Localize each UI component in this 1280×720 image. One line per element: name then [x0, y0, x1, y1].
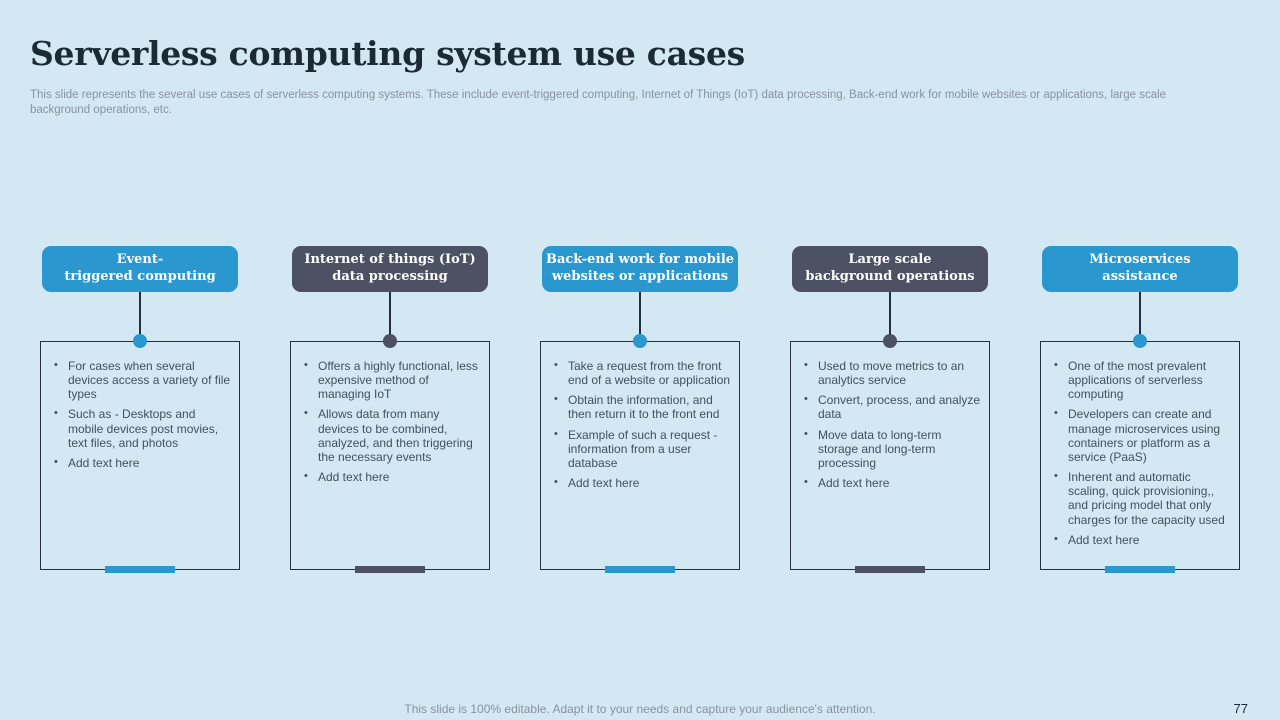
connector-node [883, 334, 897, 348]
bullet-item: One of the most prevalent applications o… [1051, 359, 1231, 401]
accent-bar [105, 566, 175, 573]
connector-node [633, 334, 647, 348]
bullet-item: Such as - Desktops and mobile devices po… [51, 407, 231, 449]
bullet-item: Add text here [1051, 533, 1231, 547]
bullet-item: Used to move metrics to an analytics ser… [801, 359, 981, 387]
use-case-box: One of the most prevalent applications o… [1040, 334, 1240, 573]
column-event-triggered-computing: Event- triggered computing For cases whe… [40, 246, 240, 573]
column-iot-data-processing: Internet of things (IoT) data processing… [290, 246, 490, 573]
page-number: 77 [1233, 701, 1248, 716]
connector-node [133, 334, 147, 348]
column-backend-mobile-work: Back-end work for mobile websites or app… [540, 246, 740, 573]
bullet-list: Used to move metrics to an analytics ser… [791, 342, 989, 490]
bullet-item: Take a request from the front end of a w… [551, 359, 731, 387]
column-microservices-assistance: Microservices assistance One of the most… [1040, 246, 1240, 573]
bullet-item: Allows data from many devices to be comb… [301, 407, 481, 464]
use-case-header: Internet of things (IoT) data processing [292, 246, 488, 292]
connector-line [139, 292, 141, 341]
accent-bar [1105, 566, 1175, 573]
use-case-header: Large scale background operations [792, 246, 988, 292]
editable-note: This slide is 100% editable. Adapt it to… [404, 702, 876, 716]
bullet-item: Obtain the information, and then return … [551, 393, 731, 421]
connector-line [389, 292, 391, 341]
use-case-box: For cases when several devices access a … [40, 334, 240, 573]
bullet-item: Add text here [301, 470, 481, 484]
use-case-box: Take a request from the front end of a w… [540, 334, 740, 573]
connector-line [1139, 292, 1141, 341]
use-case-columns: Event- triggered computing For cases whe… [40, 246, 1240, 573]
use-case-header: Microservices assistance [1042, 246, 1238, 292]
accent-bar [855, 566, 925, 573]
use-case-box: Used to move metrics to an analytics ser… [790, 334, 990, 573]
connector-node [1133, 334, 1147, 348]
use-case-box: Offers a highly functional, less expensi… [290, 334, 490, 573]
bullet-item: Add text here [551, 476, 731, 490]
bullet-item: Offers a highly functional, less expensi… [301, 359, 481, 401]
bullet-list: For cases when several devices access a … [41, 342, 239, 470]
use-case-header: Event- triggered computing [42, 246, 238, 292]
bullet-item: Add text here [51, 456, 231, 470]
bullet-list: One of the most prevalent applications o… [1041, 342, 1239, 547]
use-case-header: Back-end work for mobile websites or app… [542, 246, 738, 292]
accent-bar [605, 566, 675, 573]
connector-line [889, 292, 891, 341]
column-large-scale-background-operations: Large scale background operations Used t… [790, 246, 990, 573]
bullet-item: Convert, process, and analyze data [801, 393, 981, 421]
bullet-item: Developers can create and manage microse… [1051, 407, 1231, 464]
bullet-list: Offers a highly functional, less expensi… [291, 342, 489, 484]
bullet-item: Inherent and automatic scaling, quick pr… [1051, 470, 1231, 527]
connector-node [383, 334, 397, 348]
slide-description: This slide represents the several use ca… [30, 89, 1167, 116]
bullet-item: Example of such a request - information … [551, 428, 731, 470]
bullet-item: Add text here [801, 476, 981, 490]
page-title: Serverless computing system use cases [30, 34, 745, 73]
accent-bar [355, 566, 425, 573]
bullet-item: For cases when several devices access a … [51, 359, 231, 401]
connector-line [639, 292, 641, 341]
bullet-item: Move data to long-term storage and long-… [801, 428, 981, 470]
bullet-list: Take a request from the front end of a w… [541, 342, 739, 490]
